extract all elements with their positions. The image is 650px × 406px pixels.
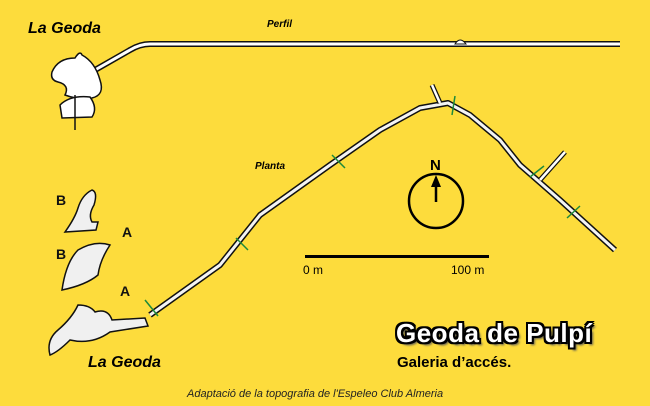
section-label-b2: B — [56, 246, 67, 262]
plan-label: Planta — [255, 161, 286, 172]
scale-bar — [305, 255, 489, 258]
section-label-a1: A — [122, 224, 133, 240]
scale-start-label: 0 m — [303, 263, 324, 277]
section-label-a2: A — [120, 283, 131, 299]
map-subtitle: Galeria d’accés. — [397, 354, 512, 371]
cross-sections — [48, 189, 150, 356]
section-label-b1: B — [56, 192, 67, 208]
plan-passage — [144, 83, 618, 318]
credit-text: Adaptació de la topografia de l'Espeleo … — [187, 388, 444, 400]
scale-end-label: 100 m — [451, 263, 485, 277]
north-arrow-icon — [407, 172, 465, 230]
map-title: Geoda de Pulpí — [396, 318, 593, 348]
profile-cave-label: La Geoda — [28, 20, 101, 37]
profile-passage — [50, 39, 620, 130]
north-label: N — [430, 157, 441, 174]
profile-label: Perfil — [267, 19, 293, 30]
plan-cave-label: La Geoda — [88, 354, 161, 371]
